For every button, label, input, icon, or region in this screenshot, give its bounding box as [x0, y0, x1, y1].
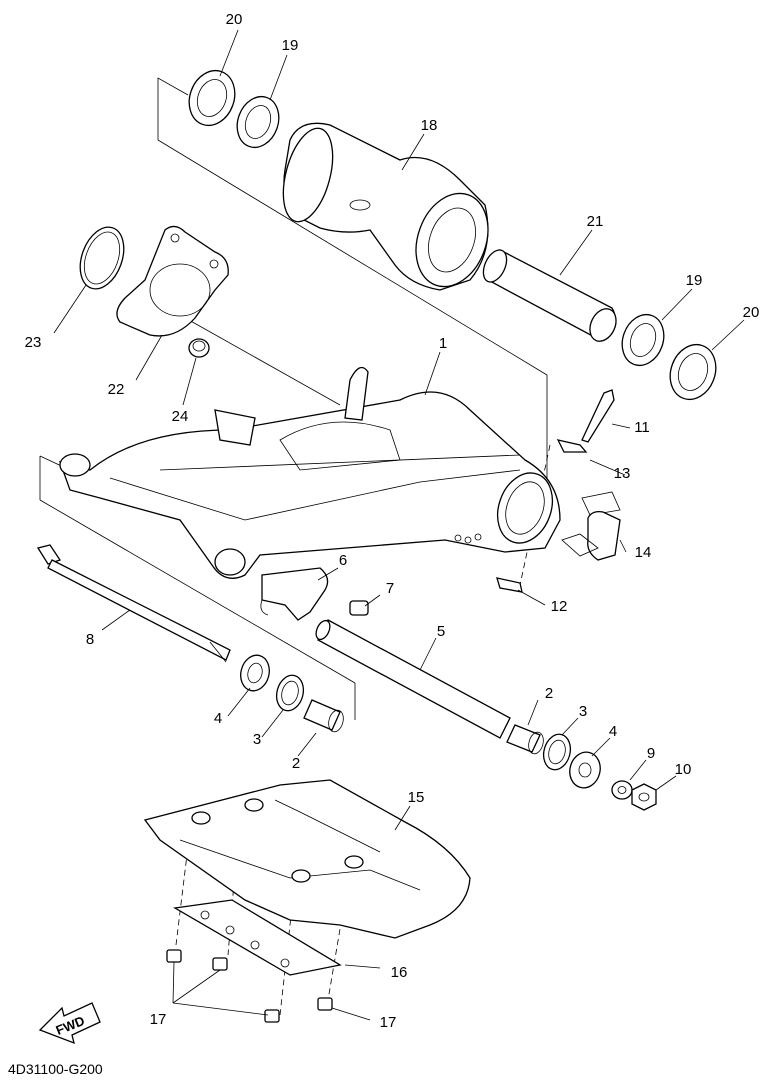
callout-9: 9 — [647, 745, 655, 762]
callout-20-top: 20 — [226, 11, 243, 28]
callout-16: 16 — [391, 964, 408, 981]
part-23-circlip — [79, 226, 125, 290]
part-14-adjuster-block — [561, 491, 621, 561]
part-13-chain-puller-plate — [556, 439, 588, 453]
bolt-17-a — [166, 949, 182, 963]
part-19-bearing-right — [621, 313, 665, 367]
part-11-bolt — [581, 389, 615, 443]
bolt-17-d — [317, 997, 333, 1011]
callout-8: 8 — [86, 631, 94, 648]
callout-21: 21 — [587, 213, 604, 230]
callout-2-right: 2 — [545, 685, 553, 702]
callout-3-right: 3 — [579, 703, 587, 720]
part-20-oil-seal-right — [669, 343, 717, 401]
callout-10: 10 — [675, 761, 692, 778]
callout-11: 11 — [634, 419, 650, 436]
callout-4-right: 4 — [609, 723, 617, 740]
bolt-17-b — [212, 957, 228, 971]
callout-17-right: 17 — [380, 1014, 397, 1031]
callout-20-right: 20 — [743, 304, 760, 321]
part-15-swingarm-guard — [143, 779, 471, 939]
callout-6: 6 — [339, 552, 347, 569]
callout-labels: 20 19 18 21 19 20 23 22 24 1 11 13 14 12… — [25, 11, 760, 1031]
part-6-chain-guide — [260, 567, 329, 621]
callout-7: 7 — [386, 580, 394, 597]
part-10-nut — [631, 783, 657, 811]
callout-17-left: 17 — [150, 1011, 167, 1028]
part-2-needle-bearing-left — [303, 699, 344, 733]
callout-14: 14 — [635, 544, 652, 561]
callout-5: 5 — [437, 623, 445, 640]
part-21-spacer-tube — [482, 249, 617, 342]
part-8-pivot-shaft — [36, 544, 231, 663]
callout-24: 24 — [172, 408, 189, 425]
part-7-bolt — [349, 600, 369, 616]
leader-lines — [53, 29, 745, 1021]
part-24-collar — [188, 338, 210, 358]
callout-2-left: 2 — [292, 755, 300, 772]
callout-19-top: 19 — [282, 37, 299, 54]
callout-1: 1 — [439, 335, 447, 352]
part-3-oil-seal-left — [275, 674, 305, 712]
part-20-oil-seal-top — [188, 69, 236, 127]
part-17-bolts — [166, 949, 333, 1023]
callout-18: 18 — [421, 117, 438, 134]
part-1-swingarm — [58, 366, 561, 579]
part-19-bearing-top — [236, 95, 280, 149]
part-2-needle-bearing-right — [506, 724, 544, 755]
part-18-bearing-housing — [282, 122, 489, 291]
diagram-code: 4D31100-G200 — [8, 1061, 103, 1077]
callout-13: 13 — [614, 465, 631, 482]
callout-23: 23 — [25, 334, 42, 351]
fwd-arrow-icon: FWD — [38, 1002, 101, 1045]
callout-4-left: 4 — [214, 710, 222, 727]
callout-22: 22 — [108, 381, 125, 398]
callout-12: 12 — [551, 598, 568, 615]
part-9-washer — [611, 780, 633, 800]
part-5-collar-tube — [315, 619, 511, 739]
part-3-oil-seal-right — [542, 733, 572, 771]
callout-15: 15 — [408, 789, 425, 806]
part-22-brake-plate — [116, 225, 229, 337]
part-4-thrust-washer-left — [240, 654, 270, 692]
callout-19-right: 19 — [686, 272, 703, 289]
part-16-guard-plate — [173, 899, 342, 976]
callout-3-left: 3 — [253, 731, 261, 748]
part-4-thrust-washer-right — [569, 751, 601, 789]
bolt-17-c — [264, 1009, 280, 1023]
